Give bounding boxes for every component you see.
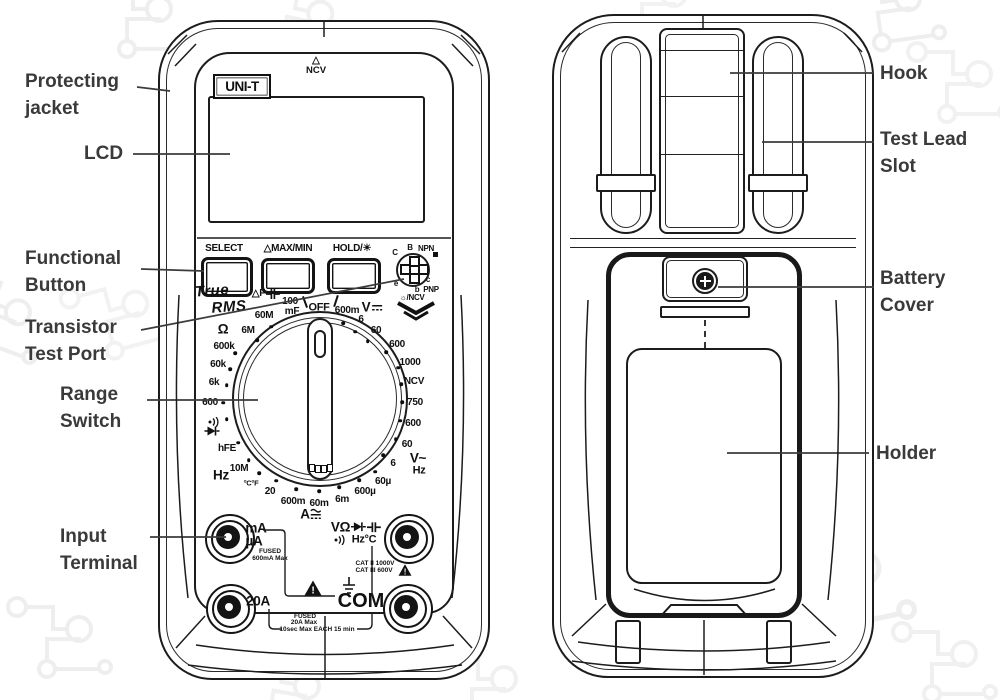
callout-line: Test Port	[25, 344, 106, 365]
terminal-jack-20a	[206, 584, 256, 634]
callout-line: Hook	[880, 63, 928, 84]
callout-line: Range	[60, 384, 119, 405]
ground-icon	[343, 577, 355, 594]
callout-line: Holder	[876, 443, 937, 464]
callout-line: Button	[25, 275, 87, 296]
callout-line: Terminal	[60, 553, 138, 574]
hook-flap	[659, 28, 745, 234]
callout-line: Input	[60, 526, 107, 547]
hook-flap-line	[661, 96, 743, 97]
slot-crossbar-right	[748, 174, 808, 192]
back-divider-line	[570, 238, 856, 239]
center-dashed-line	[704, 320, 706, 348]
hook-flap-inner	[665, 34, 739, 228]
ncv-chevron-icon	[397, 301, 435, 321]
callout-hook: Hook	[880, 60, 928, 87]
transistor-socket-hole	[400, 264, 411, 275]
callout-line: Test Lead	[880, 129, 968, 150]
callout-holder: Holder	[876, 440, 936, 467]
transistor-socket-hole	[409, 273, 420, 284]
knob-grip-rib	[309, 464, 315, 472]
callout-line: Transistor	[25, 317, 117, 338]
callout-line: jacket	[25, 98, 79, 119]
knob-grip-rib	[321, 465, 327, 473]
maxmin-button	[261, 258, 315, 294]
back-detail-lines	[561, 16, 863, 675]
hook-flap-line	[661, 50, 743, 51]
ncv-top-mark: △ NCV	[306, 56, 326, 76]
stand-foot-left	[615, 620, 641, 664]
callout-line: Switch	[60, 411, 122, 432]
leader-lines	[133, 72, 874, 538]
front-detail-lines	[167, 22, 481, 678]
brand-logo: UNI-T	[213, 74, 271, 99]
terminal-jack-com	[383, 584, 433, 634]
range-knob-pointer-slot	[314, 330, 326, 358]
callout-line: Slot	[880, 156, 916, 177]
hook-flap-line	[661, 154, 743, 155]
callout-line: LCD	[84, 143, 124, 164]
leader-transistor-test-port	[140, 278, 405, 331]
select-button	[201, 257, 253, 297]
knob-grip-rib	[327, 464, 333, 472]
callout-line: Cover	[880, 295, 934, 316]
callout-lcd: LCD	[84, 140, 123, 167]
leader-functional-button	[140, 268, 205, 272]
range-knob-ring2	[238, 317, 402, 481]
slot-crossbar-left	[596, 174, 656, 192]
battery-cover-plate	[662, 256, 748, 302]
ncv-top-label: NCV	[305, 65, 327, 76]
terminal-bracket-lines	[263, 529, 373, 630]
leader-protecting-jacket	[136, 86, 171, 92]
transistor-socket-hole	[409, 256, 420, 267]
callout-line: Protecting	[25, 71, 119, 92]
callout-protecting-jacket: Protecting jacket	[25, 68, 119, 122]
test-lead-groove-left	[611, 42, 641, 228]
callout-line: Functional	[25, 248, 122, 269]
terminal-jack-v-ohm	[384, 514, 434, 564]
npn-marker-square	[433, 252, 438, 257]
knob-grip-rib	[315, 465, 321, 473]
back-recess	[606, 252, 802, 618]
transistor-socket-hole	[418, 264, 429, 275]
screw-slot	[703, 275, 707, 287]
ncv-triangle-icon: △	[312, 55, 320, 66]
stand-foot-right	[766, 620, 792, 664]
holder-panel	[626, 348, 782, 584]
battery-cover-tab	[660, 306, 750, 318]
battery-cover-plate-inner	[666, 260, 744, 298]
callout-line: Battery	[880, 268, 946, 289]
back-divider-line	[570, 247, 856, 248]
lcd-screen	[208, 96, 425, 223]
